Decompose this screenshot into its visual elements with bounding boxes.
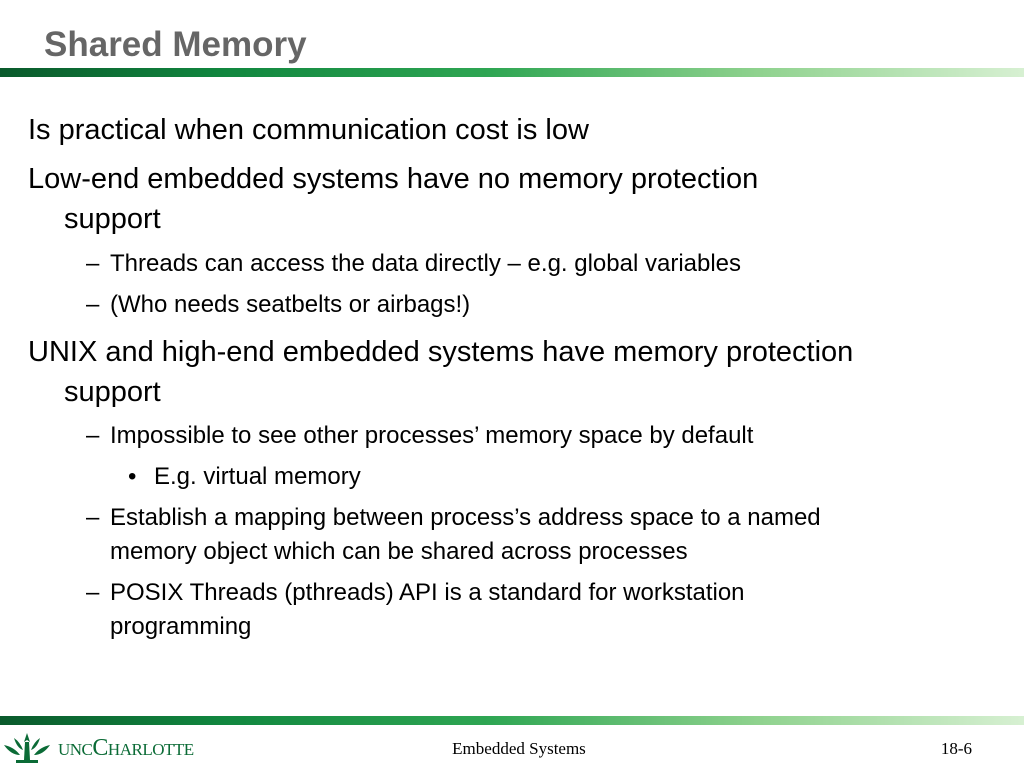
bullet-text: E.g. virtual memory <box>154 463 361 490</box>
bullet-text: memory object which can be shared across… <box>110 538 688 565</box>
bullet-text: Threads can access the data directly – e… <box>110 250 742 277</box>
bullet-level1-continuation: support <box>64 199 161 239</box>
slide-number: 18-6 <box>940 739 972 758</box>
dash-marker: – <box>86 250 100 277</box>
slide-content: Is practical when communication cost is … <box>28 110 853 644</box>
bullet-text: support <box>64 203 161 235</box>
bullet-text: Impossible to see other processes’ memor… <box>110 422 754 449</box>
bullet-text: support <box>64 376 161 408</box>
bullet-text: POSIX Threads (pthreads) API is a standa… <box>110 579 745 606</box>
dash-marker: – <box>86 579 100 606</box>
title-underline-bar <box>0 68 1024 77</box>
bullet-text: Is practical when communication cost is … <box>28 114 589 146</box>
bullet-text: Establish a mapping between process’s ad… <box>110 504 821 531</box>
bullet-level1: Is practical when communication cost is … <box>28 110 589 150</box>
dot-marker: • <box>128 463 137 490</box>
dash-marker: – <box>86 422 100 449</box>
logo-wordmark: UNCCHARLOTTE <box>58 734 194 761</box>
bullet-level1-continuation: support <box>64 372 161 412</box>
bullet-level2: –Threads can access the data directly – … <box>86 247 741 281</box>
bullet-level2: –(Who needs seatbelts or airbags!) <box>86 288 470 322</box>
bullet-level2: –POSIX Threads (pthreads) API is a stand… <box>86 576 745 610</box>
slide-title: Shared Memory <box>44 25 307 64</box>
bullet-level1: UNIX and high-end embedded systems have … <box>28 332 853 372</box>
footer-divider-bar <box>0 716 1024 725</box>
bullet-text: (Who needs seatbelts or airbags!) <box>110 291 471 318</box>
bullet-level2: –Impossible to see other processes’ memo… <box>86 419 753 453</box>
bullet-level1: Low-end embedded systems have no memory … <box>28 159 758 199</box>
dash-marker: – <box>86 291 100 318</box>
university-logo: UNCCHARLOTTE <box>2 729 194 767</box>
bullet-text: UNIX and high-end embedded systems have … <box>28 336 854 368</box>
bullet-level3: • E.g. virtual memory <box>128 460 361 494</box>
bullet-level2-continuation: programming <box>110 610 251 644</box>
footer-course-title: Embedded Systems <box>452 739 586 758</box>
bullet-level2: –Establish a mapping between process’s a… <box>86 501 821 535</box>
unc-charlotte-crown-icon <box>4 733 50 763</box>
bullet-level2-continuation: memory object which can be shared across… <box>110 535 688 569</box>
bullet-text: programming <box>110 613 252 640</box>
bullet-text: Low-end embedded systems have no memory … <box>28 163 759 195</box>
dash-marker: – <box>86 504 100 531</box>
